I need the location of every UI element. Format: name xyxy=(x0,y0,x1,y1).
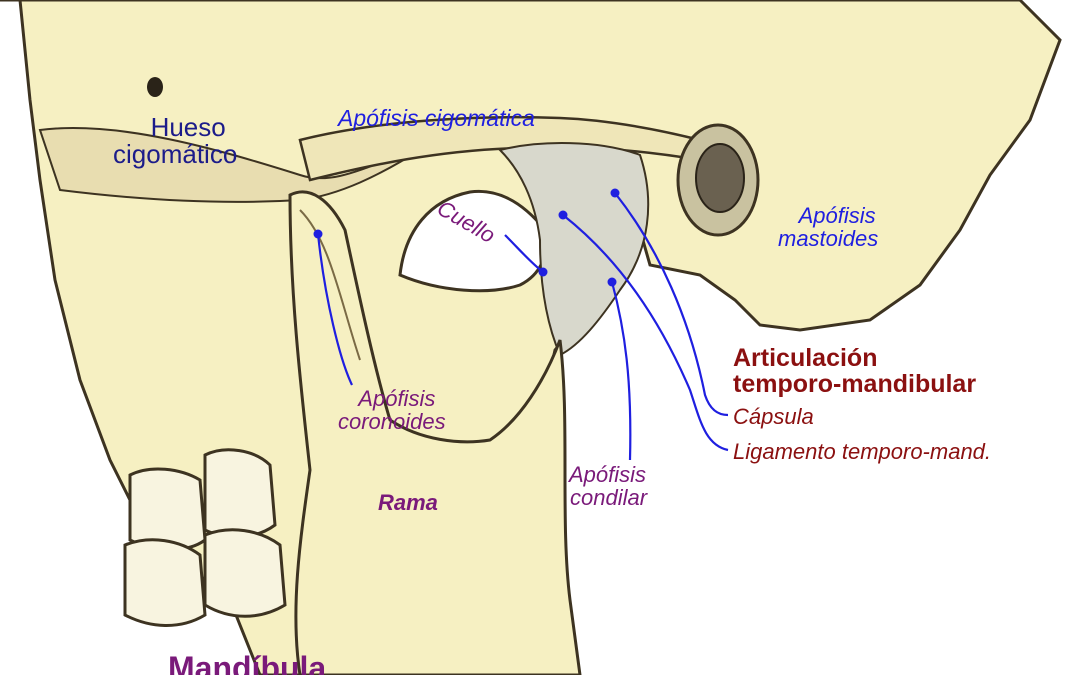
tmj-capsule xyxy=(498,142,650,357)
dot-coronoides xyxy=(313,229,323,239)
label-articulacion-line1: Articulación xyxy=(733,344,878,372)
label-articulacion-line2: temporo-mandibular xyxy=(733,370,977,399)
label-ligamento: Ligamento temporo-mand. xyxy=(733,439,992,464)
dot-condilar xyxy=(607,277,617,287)
label-apofisis-condilar: Apófisis condilar xyxy=(568,463,647,509)
mandible-ramus xyxy=(288,190,582,675)
leader-condilar xyxy=(610,281,632,461)
ear-canal xyxy=(695,143,745,213)
leader-capsula xyxy=(614,192,729,417)
leader-ligamento xyxy=(562,214,729,452)
label-apofisis-coronoides: Apófisis coronoides xyxy=(338,387,446,433)
foramen xyxy=(147,77,163,97)
label-condilar-line2: condilar xyxy=(570,485,648,511)
molar-1 xyxy=(128,467,207,551)
label-mandibula: Mandíbula xyxy=(168,650,327,675)
leader-coronoides xyxy=(316,233,353,386)
label-articulacion-tm: Articulación temporo-mandibular xyxy=(733,345,976,398)
molar-4 xyxy=(203,528,287,618)
label-apofisis-mastoides: Apófisis mastoides xyxy=(778,204,878,250)
label-rama: Rama xyxy=(378,490,438,515)
dot-ligamento xyxy=(558,210,568,220)
label-condilar-line1: Apófisis xyxy=(569,462,647,487)
label-mastoides-line1: Apófisis xyxy=(798,203,876,228)
dot-capsula xyxy=(610,188,620,198)
molar-2 xyxy=(203,448,277,539)
label-hueso-cigomatico: Hueso cigomático xyxy=(113,112,238,170)
label-apofisis-cigomatica: Apófisis cigomática xyxy=(338,105,535,131)
molar-3 xyxy=(123,538,207,627)
dot-cuello xyxy=(538,267,548,277)
label-hueso-line2: cigomático xyxy=(113,139,238,170)
label-mastoides-line2: mastoides xyxy=(778,226,879,252)
leader-lines xyxy=(316,192,729,461)
coronoid-contour xyxy=(299,209,361,361)
label-hueso-line1: Hueso xyxy=(150,112,226,142)
label-coronoides-line2: coronoides xyxy=(338,409,446,435)
leader-dots xyxy=(313,188,620,287)
label-coronoides-line1: Apófisis xyxy=(358,386,436,411)
label-capsula: Cápsula xyxy=(733,404,814,429)
